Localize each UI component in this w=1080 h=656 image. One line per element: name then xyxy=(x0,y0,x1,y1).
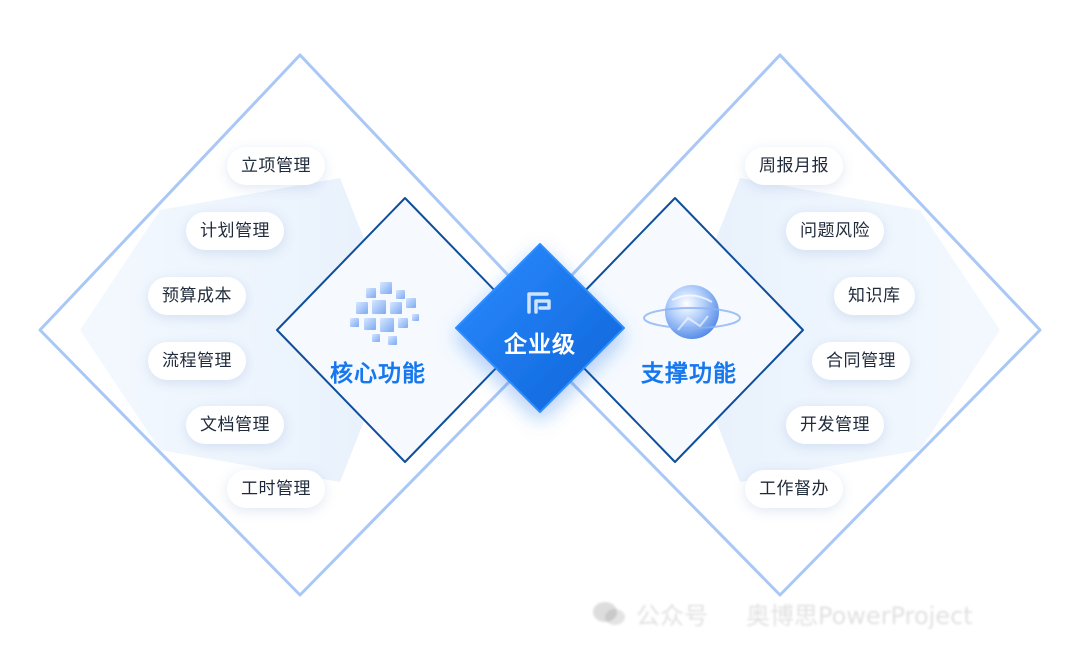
core-item: 文档管理 xyxy=(186,406,284,444)
core-item: 流程管理 xyxy=(148,342,246,380)
support-panel xyxy=(680,178,1000,482)
support-item: 周报月报 xyxy=(745,147,843,185)
watermark-author: 奥博思PowerProject xyxy=(746,602,973,630)
core-item: 预算成本 xyxy=(148,277,246,315)
support-outer-diamond xyxy=(518,53,1042,597)
logo-icon xyxy=(527,292,551,314)
core-inner-diamond xyxy=(276,197,534,463)
support-item: 开发管理 xyxy=(786,406,884,444)
support-item: 合同管理 xyxy=(812,342,910,380)
core-item: 立项管理 xyxy=(227,147,325,185)
core-item: 计划管理 xyxy=(186,212,284,250)
watermark: 公众号 奥博思PowerProject xyxy=(592,596,973,631)
watermark-channel: 公众号 xyxy=(636,602,708,630)
globe-icon xyxy=(643,285,741,339)
core-outer-diamond xyxy=(38,53,562,597)
cubes-icon xyxy=(350,282,419,345)
core-item: 工时管理 xyxy=(227,470,325,508)
wechat-icon xyxy=(593,601,625,625)
core-panel xyxy=(80,178,400,482)
support-item: 问题风险 xyxy=(786,212,884,250)
core-hub-title: 核心功能 xyxy=(330,361,426,387)
center-diamond xyxy=(455,243,625,413)
support-hub-title: 支撑功能 xyxy=(641,361,737,387)
center-title: 企业级 xyxy=(504,332,576,358)
support-item: 工作督办 xyxy=(745,470,843,508)
support-item: 知识库 xyxy=(834,277,915,315)
